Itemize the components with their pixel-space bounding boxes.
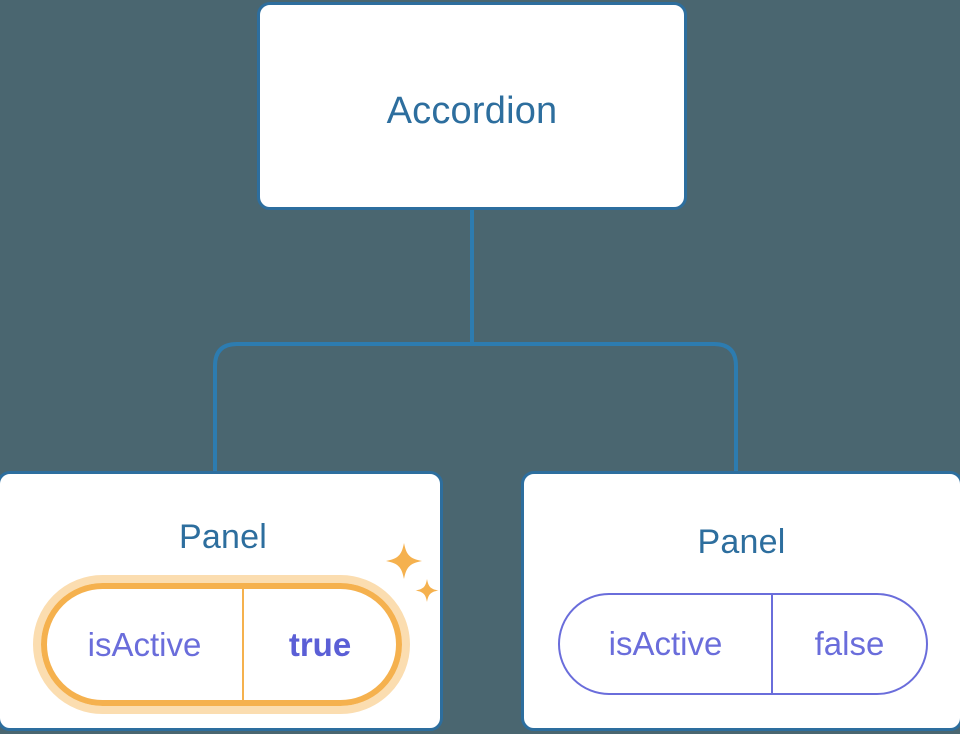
prop-pill-left-wrap[interactable]: isActive true <box>33 575 410 714</box>
node-panel-left[interactable]: Panel isActive true <box>0 471 443 731</box>
prop-key-right: isActive <box>560 595 773 693</box>
prop-pill-left-glow <box>33 575 410 714</box>
prop-value-right: false <box>814 625 885 662</box>
edge-branch-right <box>472 342 738 471</box>
prop-key-left: isActive <box>47 589 244 700</box>
prop-pill-left[interactable]: isActive true <box>41 583 402 706</box>
node-panel-right[interactable]: Panel isActive false <box>521 471 960 731</box>
edge-branch-left <box>213 342 472 471</box>
node-panel-right-title: Panel <box>697 523 786 561</box>
prop-pill-right[interactable]: isActive false <box>558 593 928 695</box>
prop-value-left: true <box>288 625 352 663</box>
node-accordion[interactable]: Accordion <box>257 2 687 210</box>
node-accordion-title: Accordion <box>386 90 558 132</box>
node-panel-left-title: Panel <box>179 518 267 556</box>
